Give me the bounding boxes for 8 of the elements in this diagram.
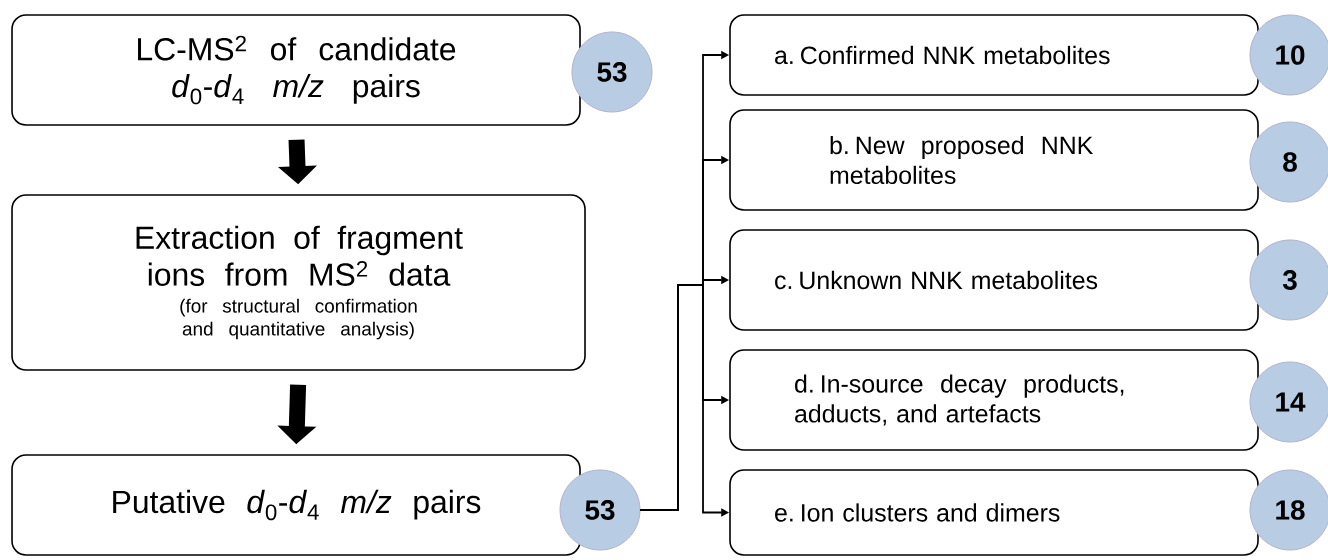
category-box: a. Confirmed NNK metabolites: [729, 14, 1259, 96]
process-box: LC-MS$^{2}$ of candidate d$_{0}$-d$_{4}$ m/z pairs: [11, 14, 581, 126]
category-box: c. Unknown NNK metabolites: [729, 229, 1259, 331]
process-box: Putative d$_{0}$-d$_{4}$ m/z pairs: [11, 454, 581, 556]
category-box: e. Ion clusters and dimers: [729, 469, 1259, 556]
process-box: Extraction of fragment ions from MS$^{2}$ data (for structural confirmation and quantitative analysis): [11, 194, 586, 371]
category-box: d. In-source decay products, adducts, and artefacts: [729, 349, 1259, 451]
category-box: b. New proposed NNK metabolites: [729, 109, 1259, 211]
